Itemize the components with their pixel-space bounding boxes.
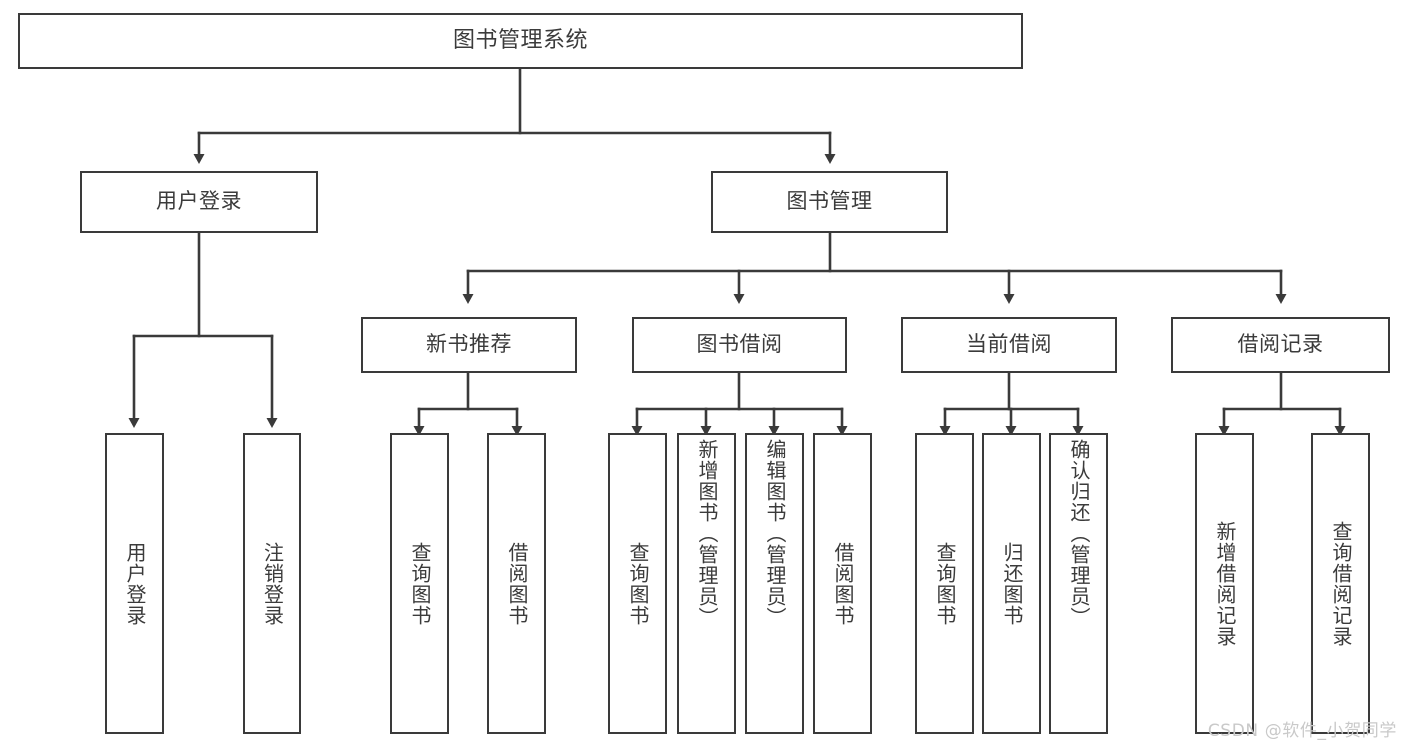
node-new-book-recommend[interactable]: 新书推荐 [361, 317, 577, 373]
node-leaf-query-record-label: 查询借阅记录 [1329, 520, 1353, 647]
node-user-login[interactable]: 用户登录 [80, 171, 318, 233]
node-new-book-recommend-label: 新书推荐 [426, 332, 512, 357]
node-current-borrow-label: 当前借阅 [966, 332, 1052, 357]
node-user-login-label: 用户登录 [156, 189, 242, 214]
node-leaf-logout-login-label: 注销登录 [260, 541, 285, 626]
node-leaf-return-book-label: 归还图书 [1000, 541, 1024, 626]
node-leaf-query-book-3[interactable]: 查询图书 [915, 433, 974, 734]
node-leaf-borrow-book-1[interactable]: 借阅图书 [487, 433, 546, 734]
node-leaf-borrow-book-2-label: 借阅图书 [831, 541, 855, 626]
node-leaf-logout-login[interactable]: 注销登录 [243, 433, 301, 734]
node-leaf-add-book-label: 新增图书（管理员） [695, 439, 719, 628]
node-leaf-add-record[interactable]: 新增借阅记录 [1195, 433, 1254, 734]
node-book-borrow[interactable]: 图书借阅 [632, 317, 847, 373]
node-current-borrow[interactable]: 当前借阅 [901, 317, 1117, 373]
node-book-manage-label: 图书管理 [786, 189, 873, 214]
node-leaf-query-book-3-label: 查询图书 [933, 541, 957, 626]
node-leaf-borrow-book-1-label: 借阅图书 [505, 541, 529, 626]
node-leaf-query-record[interactable]: 查询借阅记录 [1311, 433, 1370, 734]
node-leaf-user-login-label: 用户登录 [123, 541, 147, 626]
node-leaf-confirm-return[interactable]: 确认归还（管理员） [1049, 433, 1108, 734]
node-leaf-query-book-1[interactable]: 查询图书 [390, 433, 449, 734]
node-borrow-record-label: 借阅记录 [1237, 332, 1324, 357]
node-leaf-return-book[interactable]: 归还图书 [982, 433, 1041, 734]
node-leaf-query-book-1-label: 查询图书 [408, 541, 432, 626]
node-leaf-borrow-book-2[interactable]: 借阅图书 [813, 433, 872, 734]
node-leaf-user-login[interactable]: 用户登录 [105, 433, 164, 734]
node-root[interactable]: 图书管理系统 [18, 13, 1023, 69]
node-book-manage[interactable]: 图书管理 [711, 171, 948, 233]
node-book-borrow-label: 图书借阅 [696, 332, 783, 357]
node-root-label: 图书管理系统 [452, 27, 588, 53]
node-leaf-confirm-return-label: 确认归还（管理员） [1067, 439, 1091, 628]
node-leaf-add-book[interactable]: 新增图书（管理员） [677, 433, 736, 734]
csdn-watermark: CSDN @软件_小贺同学 [1207, 721, 1397, 741]
node-leaf-add-record-label: 新增借阅记录 [1213, 520, 1237, 647]
node-borrow-record[interactable]: 借阅记录 [1171, 317, 1390, 373]
node-leaf-query-book-2[interactable]: 查询图书 [608, 433, 667, 734]
node-leaf-edit-book-label: 编辑图书（管理员） [763, 439, 787, 628]
node-leaf-query-book-2-label: 查询图书 [626, 541, 650, 626]
node-leaf-edit-book[interactable]: 编辑图书（管理员） [745, 433, 804, 734]
